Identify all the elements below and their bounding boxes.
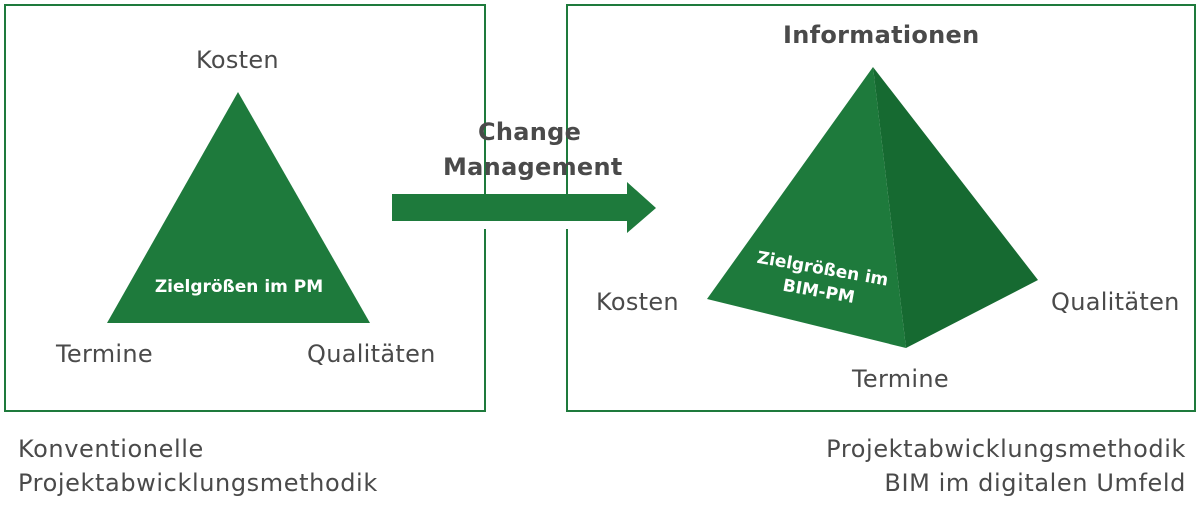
left-caption-line2: Projektabwicklungsmethodik (18, 469, 378, 497)
left-quality-label: Qualitäten (307, 340, 436, 368)
change-label-line2: Management (443, 153, 623, 181)
change-arrow-shape (392, 182, 656, 233)
right-deadlines-label: Termine (852, 365, 949, 393)
left-costs-label: Kosten (196, 46, 279, 74)
triangle-center-label: Zielgrößen im PM (155, 277, 323, 297)
pyramid-left-face (707, 67, 906, 348)
left-caption: Konventionelle Projektabwicklungsmethodi… (18, 432, 378, 500)
information-label: Informationen (783, 21, 980, 49)
right-costs-label: Kosten (596, 288, 679, 316)
right-caption: Projektabwicklungsmethodik BIM im digita… (826, 432, 1186, 500)
left-deadlines-label: Termine (56, 340, 153, 368)
right-caption-line1: Projektabwicklungsmethodik (826, 435, 1186, 463)
right-caption-line2: BIM im digitalen Umfeld (884, 469, 1186, 497)
pyramid-right-face (873, 67, 1038, 348)
right-quality-label: Qualitäten (1051, 288, 1180, 316)
triangle-shape (107, 92, 370, 323)
left-caption-line1: Konventionelle (18, 435, 204, 463)
change-label-line1: Change (478, 118, 582, 146)
